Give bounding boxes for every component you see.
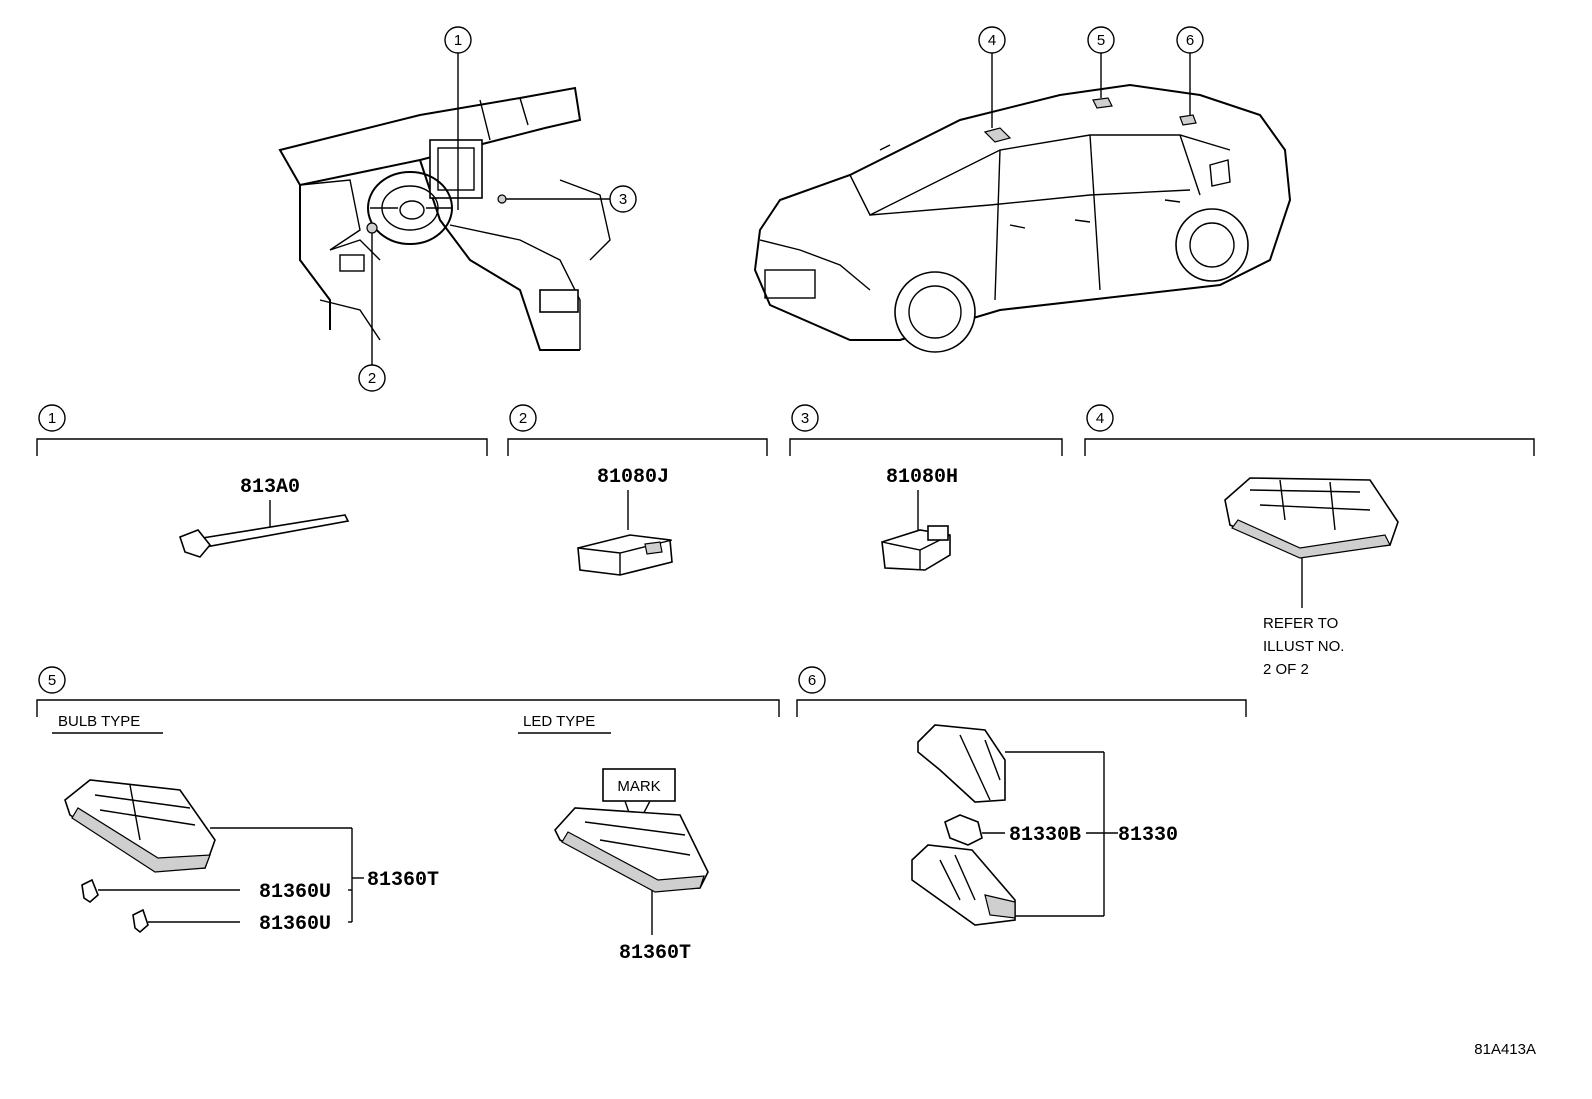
illust-page-label: 2 OF 2 xyxy=(1263,661,1309,678)
callout-number: 4 xyxy=(1096,410,1104,427)
part-number-81360U-a: 81360U xyxy=(259,881,331,904)
part-number-81330B: 81330B xyxy=(1009,824,1081,847)
callout-2-top: 2 xyxy=(358,364,386,392)
part-number-81360U-b: 81360U xyxy=(259,913,331,936)
callout-number: 4 xyxy=(988,32,996,49)
car-illustration xyxy=(753,83,1292,353)
section-2: 2 81080J xyxy=(507,404,768,576)
section-6: 6 81330B 81330 xyxy=(796,666,1247,926)
callout-number: 6 xyxy=(808,672,816,689)
callout-number: 6 xyxy=(1186,32,1194,49)
callout-number: 5 xyxy=(48,672,56,689)
part-number-813A0: 813A0 xyxy=(240,476,300,499)
callout-number: 5 xyxy=(1097,32,1105,49)
section-4: 4 REFER TO ILLUST NO. 2 OF 2 xyxy=(1084,404,1535,678)
callout-number: 3 xyxy=(801,410,809,427)
callout-6-top: 6 xyxy=(1176,26,1204,54)
callout-5-top: 5 xyxy=(1087,26,1115,54)
illustration-code: 81A413A xyxy=(1474,1041,1536,1058)
part-number-81080H: 81080H xyxy=(886,466,958,489)
led-type-label: LED TYPE xyxy=(523,713,595,730)
callout-4-top: 4 xyxy=(978,26,1006,54)
callout-number: 1 xyxy=(454,32,462,49)
top-callouts xyxy=(366,53,1191,365)
mark-label: MARK xyxy=(617,778,660,795)
bulb-type-label: BULB TYPE xyxy=(58,713,140,730)
callout-number: 2 xyxy=(368,370,376,387)
section-1: 1 813A0 xyxy=(36,404,488,558)
callout-number: 2 xyxy=(519,410,527,427)
callout-number: 1 xyxy=(48,410,56,427)
callout-3-top: 3 xyxy=(609,185,637,213)
section-5: 5 BULB TYPE LED TYPE 81360U 81360U 81360… xyxy=(36,666,780,965)
dashboard-illustration xyxy=(278,86,611,351)
refer-to-label: REFER TO xyxy=(1263,615,1338,632)
part-number-81360T-bulb: 81360T xyxy=(367,869,439,892)
part-number-81360T-led: 81360T xyxy=(619,942,691,965)
callout-1-top: 1 xyxy=(444,26,472,54)
part-number-81080J: 81080J xyxy=(597,466,669,489)
illust-no-label: ILLUST NO. xyxy=(1263,638,1344,655)
callout-number: 3 xyxy=(619,191,627,208)
part-number-81330: 81330 xyxy=(1118,824,1178,847)
section-3: 3 81080H xyxy=(789,404,1063,571)
